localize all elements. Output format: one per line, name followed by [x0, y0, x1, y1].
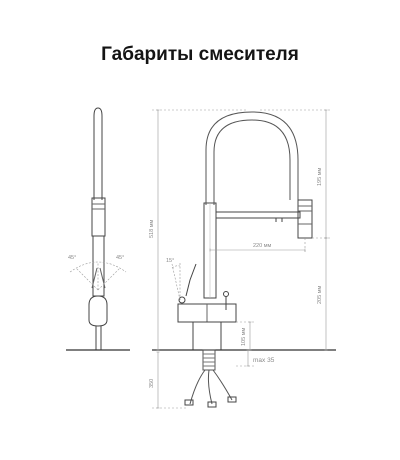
spring-height-label: 195 мм [317, 168, 323, 186]
front-spout-arm [215, 211, 301, 219]
front-view [152, 111, 336, 408]
right-angle-label: 45° [116, 255, 124, 261]
left-angle-label: 45° [68, 255, 76, 261]
front-lever [185, 263, 197, 297]
front-spring-outer [205, 111, 299, 205]
hose-length-label: 350 [149, 379, 155, 388]
side-spout-tube [93, 107, 103, 200]
side-view [66, 107, 130, 351]
base-height-label: 105 мм [241, 328, 247, 346]
lever-angle-indicator [171, 262, 181, 301]
front-mount-stud [202, 349, 216, 371]
hose-end-right [227, 396, 237, 403]
side-base [88, 295, 108, 327]
side-angle-indicator [69, 261, 127, 291]
spout-height-label: 205 мм [317, 286, 323, 304]
page-title: Габариты смесителя [101, 44, 299, 65]
front-spring-inner [213, 119, 291, 205]
lever-angle-label: 15° [166, 258, 174, 264]
total-height-label: 518 мм [149, 220, 155, 238]
spout-reach-label: 220 мм [253, 243, 271, 249]
dimension-lines [152, 109, 332, 409]
max-thickness-label: max 35 [253, 357, 275, 364]
hose-end-middle [207, 401, 217, 408]
hose-end-left [184, 399, 194, 406]
front-base [192, 321, 222, 351]
